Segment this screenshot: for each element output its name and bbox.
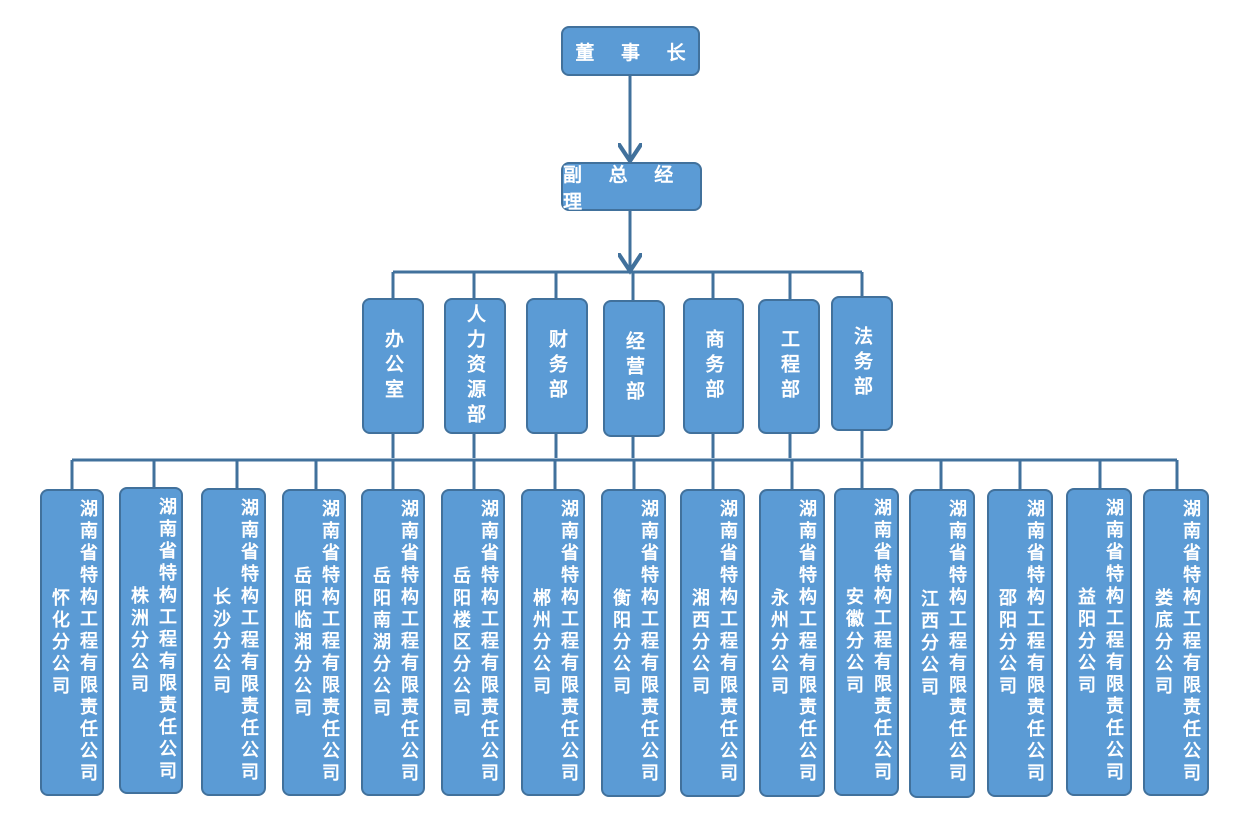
branch-box: 长沙分公司 湖南省特构工程有限责任公司 [201,488,266,796]
branch-location-label: 怀化分公司 [49,587,70,698]
branch-location-label: 岳阳南湖分公司 [370,565,391,720]
branch-box: 娄底分公司 湖南省特构工程有限责任公司 [1143,489,1209,796]
branch-location-label: 湘西分公司 [689,588,710,698]
branch-company-label: 湖南省特构工程有限责任公司 [558,499,579,785]
department-label: 商务部 [702,328,725,404]
branch-location-label: 永州分公司 [768,588,789,698]
branch-company-label: 湖南省特构工程有限责任公司 [1180,499,1201,785]
branch-box: 益阳分公司 湖南省特构工程有限责任公司 [1066,488,1132,796]
vice-manager-box: 副 总 经 理 [561,162,702,213]
branch-box: 株洲分公司 湖南省特构工程有限责任公司 [119,487,183,794]
branch-company-label: 湖南省特构工程有限责任公司 [319,499,340,785]
branch-company-label: 湖南省特构工程有限责任公司 [638,499,659,785]
department-label: 人力资源部 [464,303,486,429]
branch-box: 岳阳临湘分公司 湖南省特构工程有限责任公司 [282,489,346,796]
branch-location-label: 衡阳分公司 [610,588,631,698]
department-label: 财务部 [546,328,568,404]
department-box-engineering: 工程部 [758,299,820,434]
branch-company-label: 湖南省特构工程有限责任公司 [946,499,967,785]
branch-box: 岳阳楼区分公司 湖南省特构工程有限责任公司 [441,489,505,796]
branch-company-label: 湖南省特构工程有限责任公司 [1024,499,1045,785]
branch-box: 永州分公司 湖南省特构工程有限责任公司 [759,489,825,797]
department-label: 法务部 [851,326,873,401]
branch-box: 岳阳南湖分公司 湖南省特构工程有限责任公司 [361,489,425,796]
branch-location-label: 长沙分公司 [210,587,231,697]
department-box-legal: 法务部 [831,296,893,431]
department-box-finance: 财务部 [526,298,588,434]
chairman-label: 董 事 长 [575,41,696,64]
branch-location-label: 岳阳楼区分公司 [450,565,471,720]
branch-location-label: 江西分公司 [918,588,939,699]
branch-box: 安徽分公司 湖南省特构工程有限责任公司 [834,488,899,796]
branch-company-label: 湖南省特构工程有限责任公司 [1103,498,1124,784]
branch-company-label: 湖南省特构工程有限责任公司 [478,499,499,785]
branch-location-label: 娄底分公司 [1152,587,1173,698]
department-label: 办公室 [382,328,404,404]
branch-box: 江西分公司 湖南省特构工程有限责任公司 [909,489,975,798]
department-box-commerce: 商务部 [683,298,744,434]
branch-box: 衡阳分公司 湖南省特构工程有限责任公司 [601,489,666,797]
branch-box: 邵阳分公司 湖南省特构工程有限责任公司 [987,489,1053,797]
branch-location-label: 安徽分公司 [843,587,864,697]
branch-company-label: 湖南省特构工程有限责任公司 [871,498,892,784]
branch-company-label: 湖南省特构工程有限责任公司 [717,499,738,785]
chairman-box: 董 事 长 [561,26,700,76]
vice-manager-label: 副 总 经 理 [563,163,684,213]
branch-location-label: 株洲分公司 [128,585,149,696]
department-box-hr: 人力资源部 [444,298,506,434]
branch-box: 湘西分公司 湖南省特构工程有限责任公司 [680,489,745,797]
branch-company-label: 湖南省特构工程有限责任公司 [398,499,419,785]
branch-location-label: 邵阳分公司 [996,588,1017,698]
branch-company-label: 湖南省特构工程有限责任公司 [238,498,259,784]
branch-location-label: 郴州分公司 [530,587,551,698]
department-label: 工程部 [778,329,800,404]
branch-location-label: 岳阳临湘分公司 [291,565,312,720]
department-box-business-ops: 经营部 [603,300,665,437]
branch-location-label: 益阳分公司 [1075,587,1096,697]
department-label: 经营部 [623,331,645,406]
branch-company-label: 湖南省特构工程有限责任公司 [77,499,98,785]
department-box-office: 办公室 [362,298,424,434]
branch-company-label: 湖南省特构工程有限责任公司 [156,497,177,783]
branch-box: 郴州分公司 湖南省特构工程有限责任公司 [521,489,585,796]
branch-box: 怀化分公司 湖南省特构工程有限责任公司 [40,489,104,796]
branch-company-label: 湖南省特构工程有限责任公司 [796,499,817,785]
